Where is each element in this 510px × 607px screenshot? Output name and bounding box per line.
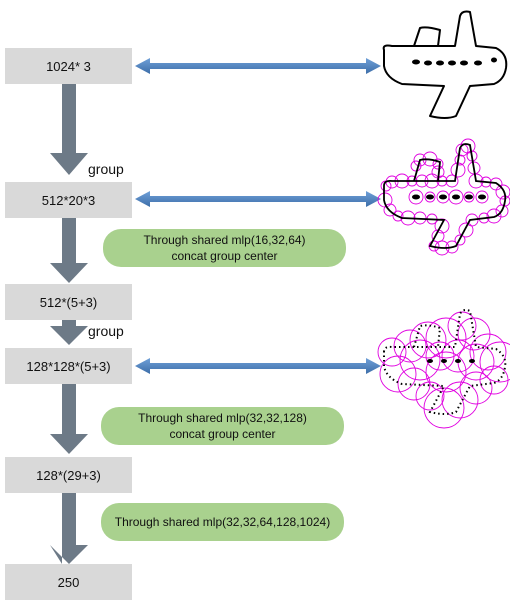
grouping-circle [459,371,493,405]
grouping-circle [399,339,441,381]
grouping-circle [409,321,447,359]
airplane-large-circles-icon [377,309,510,429]
grouping-circle [495,184,510,200]
node-label: 250 [57,574,80,590]
node-output: 250 [5,564,132,600]
flow-arrow-2 [50,218,88,283]
node-second-grouping: 128*128*(5+3) [5,348,132,384]
node-label: 128*128*(5+3) [26,358,111,374]
operation-pill-2: Through shared mlp(32,32,128) concat gro… [101,407,344,445]
flow-arrow-5 [50,493,88,564]
grouping-circle [454,234,466,246]
grouping-circle [424,191,436,203]
operation-line: Through shared mlp(32,32,64,128,1024) [114,515,331,529]
grouping-circle [379,355,417,393]
grouping-circle [383,203,397,217]
grouping-circle [455,143,469,157]
grouping-circle [432,158,444,170]
grouping-circle [469,333,507,371]
group-label-2: group [88,323,124,339]
flow-arrow-3 [50,320,88,345]
grouping-circle [454,154,466,166]
flow-arrow-4 [50,384,88,454]
grouping-circle [448,189,464,205]
grouping-circle [479,341,510,383]
grouping-circle [425,351,467,393]
operation-pill-1: Through shared mlp(16,32,64) concat grou… [103,229,346,267]
node-group-features: 512*(5+3) [5,284,132,320]
airplane-outline-icon [382,10,508,119]
grouping-circle [408,189,424,205]
flow-arrow-1 [50,83,88,175]
grouping-circle [479,365,509,395]
grouping-circle [393,329,427,363]
grouping-circle [377,337,407,367]
operation-line: Through shared mlp(16,32,64) [143,233,306,247]
grouping-circle [377,192,393,208]
operation-line: concat group center [171,249,278,263]
group-label-1: group [88,161,124,177]
grouping-circle [425,317,467,359]
grouping-circle [495,204,509,218]
node-second-features: 128*(29+3) [5,457,132,493]
node-grouped-points: 512*20*3 [5,182,132,218]
operation-pill-3: Through shared mlp(32,32,64,128,1024) [101,503,344,541]
node-label: 1024* 3 [46,58,91,74]
operation-line: concat group center [169,427,276,441]
grouping-circle [486,208,502,224]
grouping-circle [447,311,477,341]
node-input-points: 1024* 3 [5,48,132,84]
grouping-circle [475,190,489,204]
grouping-circle [458,222,474,238]
link-arrow-1 [135,58,381,74]
grouping-circle [434,218,450,234]
grouping-circle [425,341,455,371]
grouping-circle [441,339,475,373]
grouping-circle [392,210,404,222]
grouping-circle [445,240,459,254]
link-arrow-2 [135,191,381,207]
grouping-circle [463,191,475,203]
node-label: 512*20*3 [41,192,96,208]
grouping-circle [441,381,479,419]
node-label: 128*(29+3) [36,467,101,483]
airplane-small-circles-icon [377,138,510,256]
link-arrow-3 [135,358,381,374]
operation-line: Through shared mlp(32,32,128) [138,411,307,425]
node-label: 512*(5+3) [39,294,98,310]
